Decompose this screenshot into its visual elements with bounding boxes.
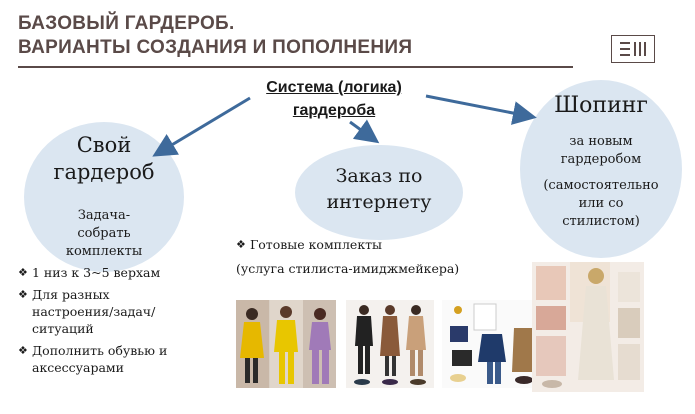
own-wardrobe-bullets: ❖ 1 низ к 3~5 верхам ❖ Для разных настро… [18,264,218,381]
diamond-bullet-icon: ❖ [236,238,246,251]
center-line-2: гардероба [292,102,376,119]
diamond-bullet-icon: ❖ [18,288,28,301]
shopping-title: Шопинг [554,93,648,118]
shopping-subtitle: за новым гардеробом (самостоятельно или … [520,133,682,231]
own-wardrobe-title: Свой гардероб [24,132,184,186]
title-divider [18,66,573,68]
arrow-to-shopping [425,94,537,125]
own-task-line-3: комплекты [65,244,143,259]
outfits-photo-flatlay [442,300,542,388]
order-note-1-text: Готовые комплекты [250,237,383,252]
bullet-text: Для разных настроения/задач/ситуаций [32,287,156,336]
center-line-1: Система (логика) [266,79,402,96]
own-wardrobe-task: Задача- собрать комплекты [24,207,184,261]
outfits-photo-yellow [236,300,336,388]
order-note-1: ❖ Готовые комплекты [236,236,526,254]
online-order-title: Заказ по интернету [295,163,463,215]
diamond-bullet-icon: ❖ [18,266,28,279]
own-task-line-1: Задача- [77,208,131,223]
online-order-notes: ❖ Готовые комплекты (услуга стилиста-ими… [236,236,526,278]
own-title-line-1: Свой [76,133,132,157]
shopping-bubble [520,80,682,258]
arrow-to-own-wardrobe [152,96,251,157]
arrow-to-online-order [349,119,380,144]
bullet-item: ❖ Дополнить обувью и аксессуарами [18,342,218,376]
shop-sub-line-3: (самостоятельно [543,178,659,193]
menu-icon [620,42,646,56]
menu-button[interactable] [611,35,655,63]
order-note-2: (услуга стилиста-имиджмейкера) [236,261,460,276]
order-title-line-2: интернету [326,191,432,213]
own-title-line-2: гардероб [53,160,155,184]
outfits-photo-neutral [346,300,434,388]
title-line-2: ВАРИАНТЫ СОЗДАНИЯ И ПОПОЛНЕНИЯ [18,37,413,58]
order-title-line-1: Заказ по [335,165,423,187]
shopping-photo-collage [532,262,644,392]
own-task-line-2: собрать [77,226,131,241]
bullet-item: ❖ 1 низ к 3~5 верхам [18,264,218,281]
diamond-bullet-icon: ❖ [18,344,28,357]
shop-sub-line-4: или со [578,196,624,211]
bullet-text: 1 низ к 3~5 верхам [32,265,161,280]
bullet-item: ❖ Для разных настроения/задач/ситуаций [18,286,218,337]
slide-title: БАЗОВЫЙ ГАРДЕРОБ. ВАРИАНТЫ СОЗДАНИЯ И ПО… [18,12,412,60]
shop-sub-line-5: стилистом) [562,214,640,229]
online-order-bubble [295,145,463,240]
shop-sub-line-1: за новым [569,134,633,149]
title-line-1: БАЗОВЫЙ ГАРДЕРОБ. [18,13,235,34]
wardrobe-system-label: Система (логика) гардероба [240,76,428,122]
shop-sub-line-2: гардеробом [560,152,642,167]
bullet-text: Дополнить обувью и аксессуарами [32,343,168,375]
